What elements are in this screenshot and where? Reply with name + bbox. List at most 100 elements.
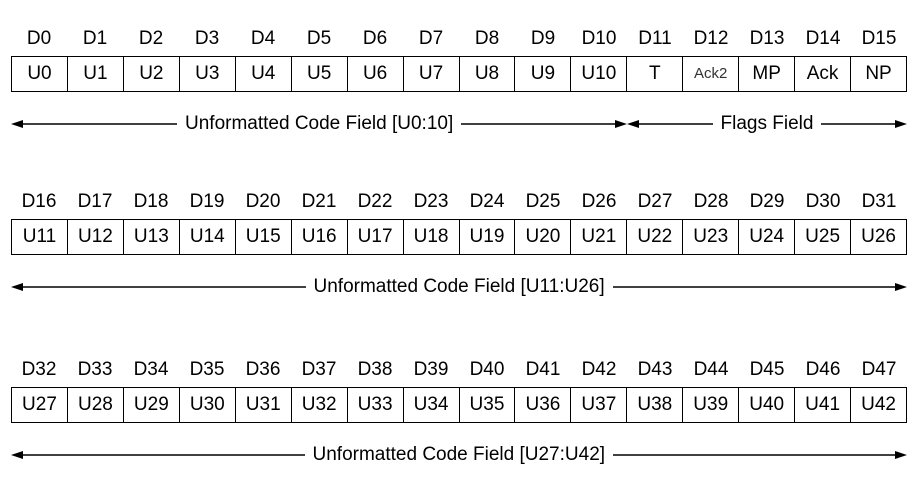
bit-index-label: D33 [77, 359, 113, 380]
bit-index-label: D7 [418, 28, 444, 49]
bit-index-label: D23 [413, 191, 449, 212]
bit-index-label: D8 [474, 28, 500, 49]
register-cell: U14 [179, 219, 236, 255]
bit-index-label: D5 [306, 28, 332, 49]
bit-index-label: D12 [693, 28, 729, 49]
register-cell: U12 [67, 219, 124, 255]
register-cell: U25 [795, 219, 852, 255]
bit-index-label: D24 [469, 191, 505, 212]
register-cell: U27 [12, 387, 68, 423]
register-cell: U21 [571, 219, 628, 255]
register-cell: U29 [123, 387, 180, 423]
register-cell: U38 [627, 387, 684, 423]
bit-index-label: D39 [413, 359, 449, 380]
register-cell: U8 [459, 56, 516, 92]
register-cell: NP [851, 56, 907, 92]
register-cell: U41 [795, 387, 852, 423]
register-cell: U19 [459, 219, 516, 255]
register-cell: U32 [291, 387, 348, 423]
register-cell: U28 [67, 387, 124, 423]
register-cell: Ack2 [683, 56, 740, 92]
bit-index-label: D28 [693, 191, 729, 212]
register-cell: U36 [515, 387, 572, 423]
bit-index-label: D29 [749, 191, 785, 212]
register-cell: U39 [683, 387, 740, 423]
bit-index-label: D19 [189, 191, 225, 212]
register-cell: U26 [851, 219, 907, 255]
bit-index-label: D21 [301, 191, 337, 212]
bit-index-label: D30 [805, 191, 841, 212]
bit-index-label: D20 [245, 191, 281, 212]
bit-index-label: D26 [581, 191, 617, 212]
bit-index-label: D40 [469, 359, 505, 380]
field-span-row: Unformatted Code Field [U27:U42] [0, 441, 919, 469]
bit-index-label: D10 [581, 28, 617, 49]
bit-index-label: D2 [138, 28, 164, 49]
register-cell: U31 [235, 387, 292, 423]
bit-index-label: D11 [638, 28, 672, 49]
register-cell: U9 [515, 56, 572, 92]
bit-index-label: D9 [530, 28, 556, 49]
register-cell: U37 [571, 387, 628, 423]
bit-index-label: D43 [637, 359, 673, 380]
bit-index-label: D27 [637, 191, 673, 212]
register-cell: U33 [347, 387, 404, 423]
register-cell: U17 [347, 219, 404, 255]
bit-index-label: D1 [82, 28, 108, 49]
register-cell: U20 [515, 219, 572, 255]
field-label: Unformatted Code Field [U0:10] [177, 110, 462, 138]
bit-index-label: D45 [749, 359, 785, 380]
bit-index-label: D31 [861, 191, 897, 212]
bit-index-label: D42 [581, 359, 617, 380]
bit-index-label: D13 [749, 28, 785, 49]
field-label: Unformatted Code Field [U27:U42] [304, 441, 614, 469]
register-cell: T [627, 56, 684, 92]
register-cell: U11 [12, 219, 68, 255]
register-cell: U40 [739, 387, 796, 423]
bit-index-label: D17 [77, 191, 113, 212]
register-cell: U34 [403, 387, 460, 423]
register-cell: U24 [739, 219, 796, 255]
bit-index-label: D47 [861, 359, 897, 380]
arrow-right-icon [615, 120, 627, 128]
bit-index-label: D34 [133, 359, 169, 380]
arrow-right-icon [895, 120, 907, 128]
register-cell: U0 [12, 56, 68, 92]
bit-index-label: D46 [805, 359, 841, 380]
register-cell: U16 [291, 219, 348, 255]
register-cell: U13 [123, 219, 180, 255]
bit-index-label: D18 [133, 191, 169, 212]
register-cell: U18 [403, 219, 460, 255]
bit-index-label: D0 [26, 28, 52, 49]
register-cell: U5 [291, 56, 348, 92]
arrow-left-icon [627, 120, 639, 128]
register-cell: U10 [571, 56, 628, 92]
register-cell: U23 [683, 219, 740, 255]
bit-index-label: D3 [194, 28, 220, 49]
bit-index-label: D37 [301, 359, 337, 380]
bit-index-label: D38 [357, 359, 393, 380]
register-cell: U6 [347, 56, 404, 92]
bit-index-label: D35 [189, 359, 225, 380]
register-cell: U15 [235, 219, 292, 255]
register-cell: U7 [403, 56, 460, 92]
bit-index-label: D14 [805, 28, 841, 49]
register-cell: U4 [235, 56, 292, 92]
register-cell: U30 [179, 387, 236, 423]
field-label: Unformatted Code Field [U11:U26] [305, 273, 613, 301]
field-span-row: Unformatted Code Field [U0:10]Flags Fiel… [0, 110, 919, 138]
bit-index-label: D22 [357, 191, 393, 212]
bit-index-label: D16 [21, 191, 57, 212]
register-cell: U35 [459, 387, 516, 423]
field-span-row: Unformatted Code Field [U11:U26] [0, 273, 919, 301]
register-cell: U2 [123, 56, 180, 92]
arrow-left-icon [11, 283, 23, 291]
arrow-right-icon [895, 451, 907, 459]
arrow-left-icon [11, 120, 23, 128]
